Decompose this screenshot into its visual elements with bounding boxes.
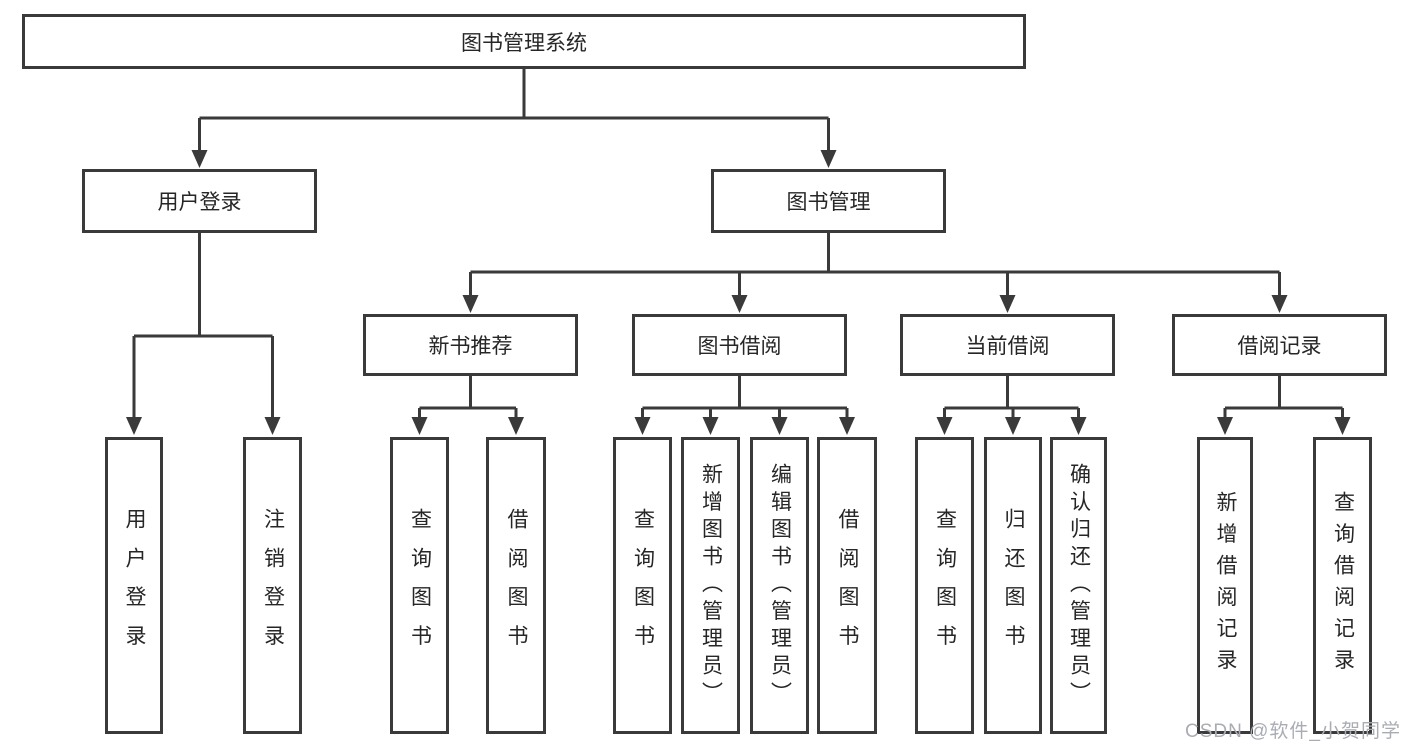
node-book-borrow: 图书借阅 (632, 314, 847, 376)
node-label: 当前借阅 (965, 335, 1050, 358)
leaf-label: 新增图书（管理员） (699, 462, 723, 709)
leaf-borrow-query-books: 查询图书 (613, 437, 672, 734)
leaf-logout: 注销登录 (243, 437, 302, 734)
node-label: 借阅记录 (1237, 335, 1322, 358)
node-label: 用户登录 (157, 191, 242, 214)
node-book-management: 图书管理 (711, 169, 946, 233)
leaf-return-books: 归还图书 (984, 437, 1042, 734)
leaf-add-borrow-record: 新增借阅记录 (1197, 437, 1253, 734)
leaf-newbooks-query-books: 查询图书 (390, 437, 449, 734)
node-current-borrow: 当前借阅 (900, 314, 1115, 376)
leaf-label: 用户登录 (123, 507, 146, 664)
leaf-label: 编辑图书（管理员） (768, 462, 792, 709)
node-root-library-system: 图书管理系统 (22, 14, 1026, 69)
leaf-current-query-books: 查询图书 (915, 437, 974, 734)
leaf-label: 注销登录 (261, 507, 285, 664)
leaf-label: 归还图书 (1002, 507, 1025, 664)
leaf-query-borrow-record: 查询借阅记录 (1313, 437, 1372, 734)
leaf-label: 查询图书 (408, 507, 432, 664)
leaf-edit-book-admin: 编辑图书（管理员） (750, 437, 809, 734)
leaf-label: 查询图书 (933, 507, 957, 664)
node-borrow-records: 借阅记录 (1172, 314, 1387, 376)
node-label: 图书借阅 (697, 335, 782, 358)
leaf-label: 借阅图书 (836, 507, 859, 664)
leaf-label: 新增借阅记录 (1214, 491, 1237, 680)
node-new-book-recommend: 新书推荐 (363, 314, 578, 376)
node-label: 新书推荐 (428, 335, 513, 358)
leaf-newbooks-borrow-books: 借阅图书 (486, 437, 546, 734)
leaf-confirm-return-admin: 确认归还（管理员） (1050, 437, 1107, 734)
leaf-label: 借阅图书 (505, 507, 528, 664)
leaf-user-login: 用户登录 (105, 437, 163, 734)
leaf-label: 确认归还（管理员） (1067, 462, 1091, 709)
leaf-label: 查询借阅记录 (1331, 491, 1355, 680)
leaf-add-book-admin: 新增图书（管理员） (681, 437, 740, 734)
leaf-borrow-borrow-books: 借阅图书 (817, 437, 877, 734)
csdn-watermark: CSDN @软件_小贺同学 (1185, 721, 1401, 742)
node-user-login: 用户登录 (82, 169, 317, 233)
node-label: 图书管理系统 (461, 31, 587, 55)
arrowheads (126, 150, 1351, 435)
node-label: 图书管理 (786, 191, 871, 214)
leaf-label: 查询图书 (631, 507, 655, 664)
